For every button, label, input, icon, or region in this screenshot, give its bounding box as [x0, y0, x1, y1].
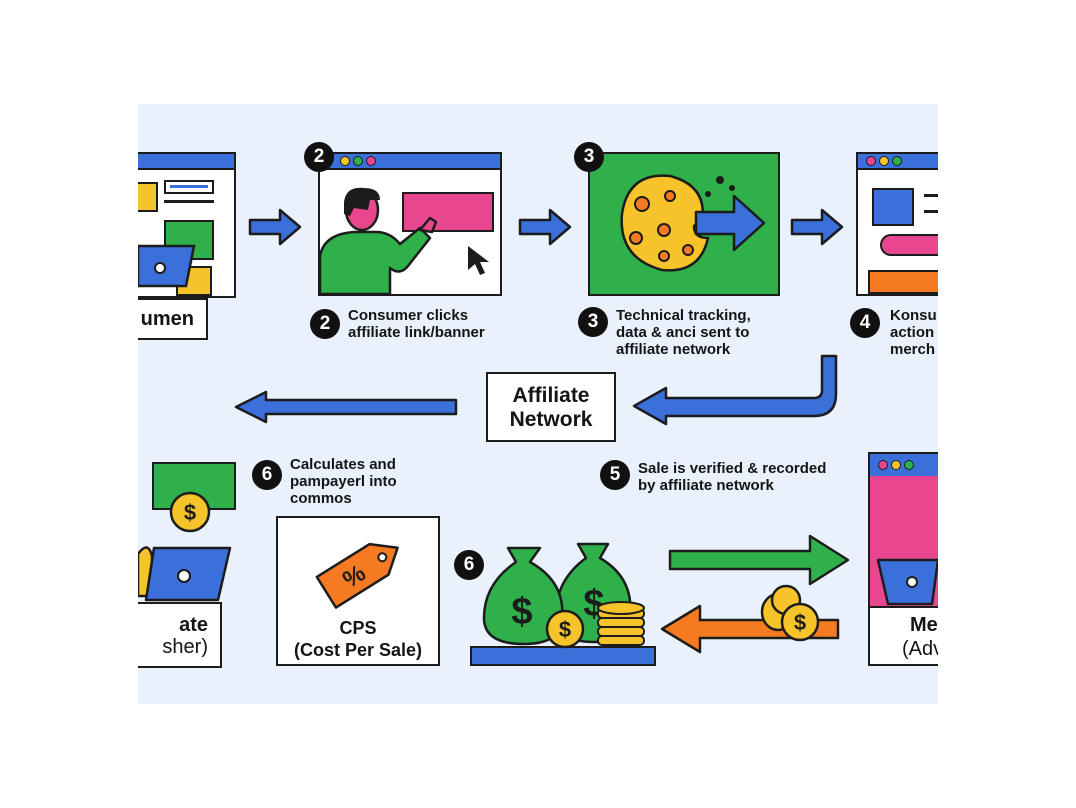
browser-titlebar — [320, 154, 500, 170]
arrow-right-icon — [248, 208, 302, 246]
consumer-label: umen — [140, 308, 194, 330]
step2-badge: 2 — [310, 309, 340, 339]
cursor-icon — [468, 246, 489, 275]
content-line — [170, 185, 208, 188]
affiliate-banner[interactable] — [402, 192, 494, 232]
money-bag-icon: $ — [482, 546, 564, 646]
step4-badge: 4 — [850, 308, 880, 338]
cps-box: % CPS (Cost Per Sale) — [276, 516, 440, 666]
content-block-blue — [872, 188, 914, 226]
step6-caption: Calculates and pampayerl into commos — [290, 456, 397, 507]
affiliate-flow-diagram: umen 2 2 Consumer clicks affiliate link/… — [138, 104, 938, 704]
content-line — [924, 194, 938, 197]
arrow-left-icon — [234, 390, 458, 424]
arrow-right-icon — [668, 534, 850, 586]
content-line — [924, 210, 938, 213]
coin-stack-icon — [597, 601, 645, 646]
window-dots — [340, 156, 379, 168]
step3-badge-top: 3 — [574, 142, 604, 172]
step2-caption: Consumer clicks affiliate link/banner — [348, 307, 485, 341]
coin-icon: $ — [169, 491, 211, 533]
browser-titlebar — [138, 154, 234, 170]
bag-symbol: $ — [511, 591, 532, 633]
cps-label: CPS — [339, 618, 377, 638]
person-pointing-icon — [318, 187, 438, 296]
affiliate-network-box: Affiliate Network — [486, 372, 616, 442]
affiliate-publisher-box: ate sher) — [138, 602, 222, 668]
cookie-icon — [620, 174, 735, 272]
consumer-label-box: umen — [138, 298, 208, 340]
laptop-icon — [876, 558, 938, 606]
consumer-browser-window — [138, 152, 236, 298]
merchant-label-line2: (Adv — [902, 638, 938, 660]
arrow-right-icon — [518, 208, 572, 246]
affiliate-label-line1: ate — [179, 614, 208, 636]
step4-caption: Konsu action merch — [890, 307, 937, 358]
coin-symbol: $ — [794, 610, 806, 635]
arrow-right-icon — [694, 194, 766, 252]
network-label-line1: Affiliate — [512, 384, 590, 407]
coin-symbol: $ — [184, 500, 196, 525]
merchant-divider — [870, 606, 938, 608]
step6-badge: 6 — [252, 460, 282, 490]
content-block-yellow — [138, 182, 158, 212]
merchant-label-line1: Me — [910, 614, 938, 636]
step3-badge: 3 — [578, 307, 608, 337]
arrow-right-icon — [790, 208, 844, 246]
merchant-advertiser-window: Me (Adv — [868, 452, 938, 666]
coin-symbol: $ — [559, 617, 571, 642]
network-label-line2: Network — [509, 408, 593, 431]
content-block-orange — [868, 270, 938, 294]
window-dots — [878, 460, 917, 472]
laptop-icon — [138, 244, 196, 288]
price-tag-icon: % — [315, 542, 399, 609]
step6b-badge: 6 — [454, 550, 484, 580]
coin-stack-icon: $ — [760, 584, 820, 642]
arrow-left-icon — [632, 354, 838, 426]
content-line — [164, 200, 214, 203]
step2-badge-top: 2 — [304, 142, 334, 172]
coin-icon: $ — [545, 609, 585, 649]
step3-caption: Technical tracking, data & anci sent to … — [616, 307, 751, 358]
buy-button-pink — [880, 234, 938, 256]
step5-badge: 5 — [600, 460, 630, 490]
arrow-left-icon — [660, 604, 840, 654]
affiliate-label-line2: sher) — [162, 636, 208, 658]
step5-caption: Sale is verified & recorded by affiliate… — [638, 460, 827, 494]
laptop-icon — [138, 546, 232, 602]
window-dots — [866, 156, 905, 168]
merchant-browser-window — [856, 152, 938, 296]
cps-sublabel: (Cost Per Sale) — [293, 640, 423, 660]
